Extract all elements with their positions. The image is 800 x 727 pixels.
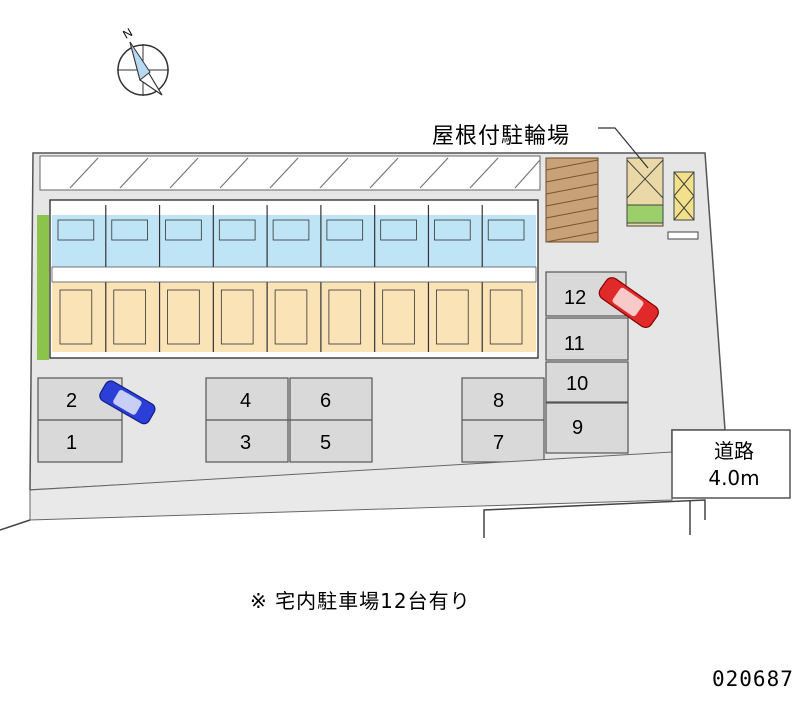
parking-space-5: 5 [320, 432, 331, 454]
bicycle-parking [545, 127, 699, 243]
parking-space-8: 8 [493, 390, 504, 412]
road-width: 4.0m [708, 466, 760, 490]
parking-space-6: 6 [320, 390, 331, 412]
parking-space-3: 3 [240, 432, 251, 454]
compass-icon: N [117, 25, 169, 96]
parking-note: ※ 宅内駐車場12台有り [250, 589, 471, 613]
parking-space-7: 7 [493, 432, 504, 454]
parking-space-9: 9 [572, 417, 583, 439]
road-label: 道路 4.0m [678, 438, 790, 492]
parking-numbers: 1 2 3 4 5 6 7 8 9 10 11 12 [66, 287, 588, 454]
road [0, 429, 791, 538]
compass-north-label: N [120, 25, 135, 41]
car-red [598, 277, 659, 329]
parking-space-4: 4 [240, 390, 251, 412]
bicycle-parking-label: 屋根付駐輪場 [432, 124, 571, 149]
apartment-building [49, 199, 539, 359]
car-blue [99, 380, 156, 425]
parking-space-10: 10 [566, 373, 588, 395]
planting-strip [37, 215, 49, 360]
parking-space-11: 11 [564, 333, 585, 355]
property-code: 020687 [712, 667, 794, 691]
road-name: 道路 [714, 439, 754, 463]
parking-space-1: 1 [66, 432, 77, 454]
parking-space-12: 12 [564, 287, 586, 309]
parking-space-2: 2 [66, 390, 77, 412]
